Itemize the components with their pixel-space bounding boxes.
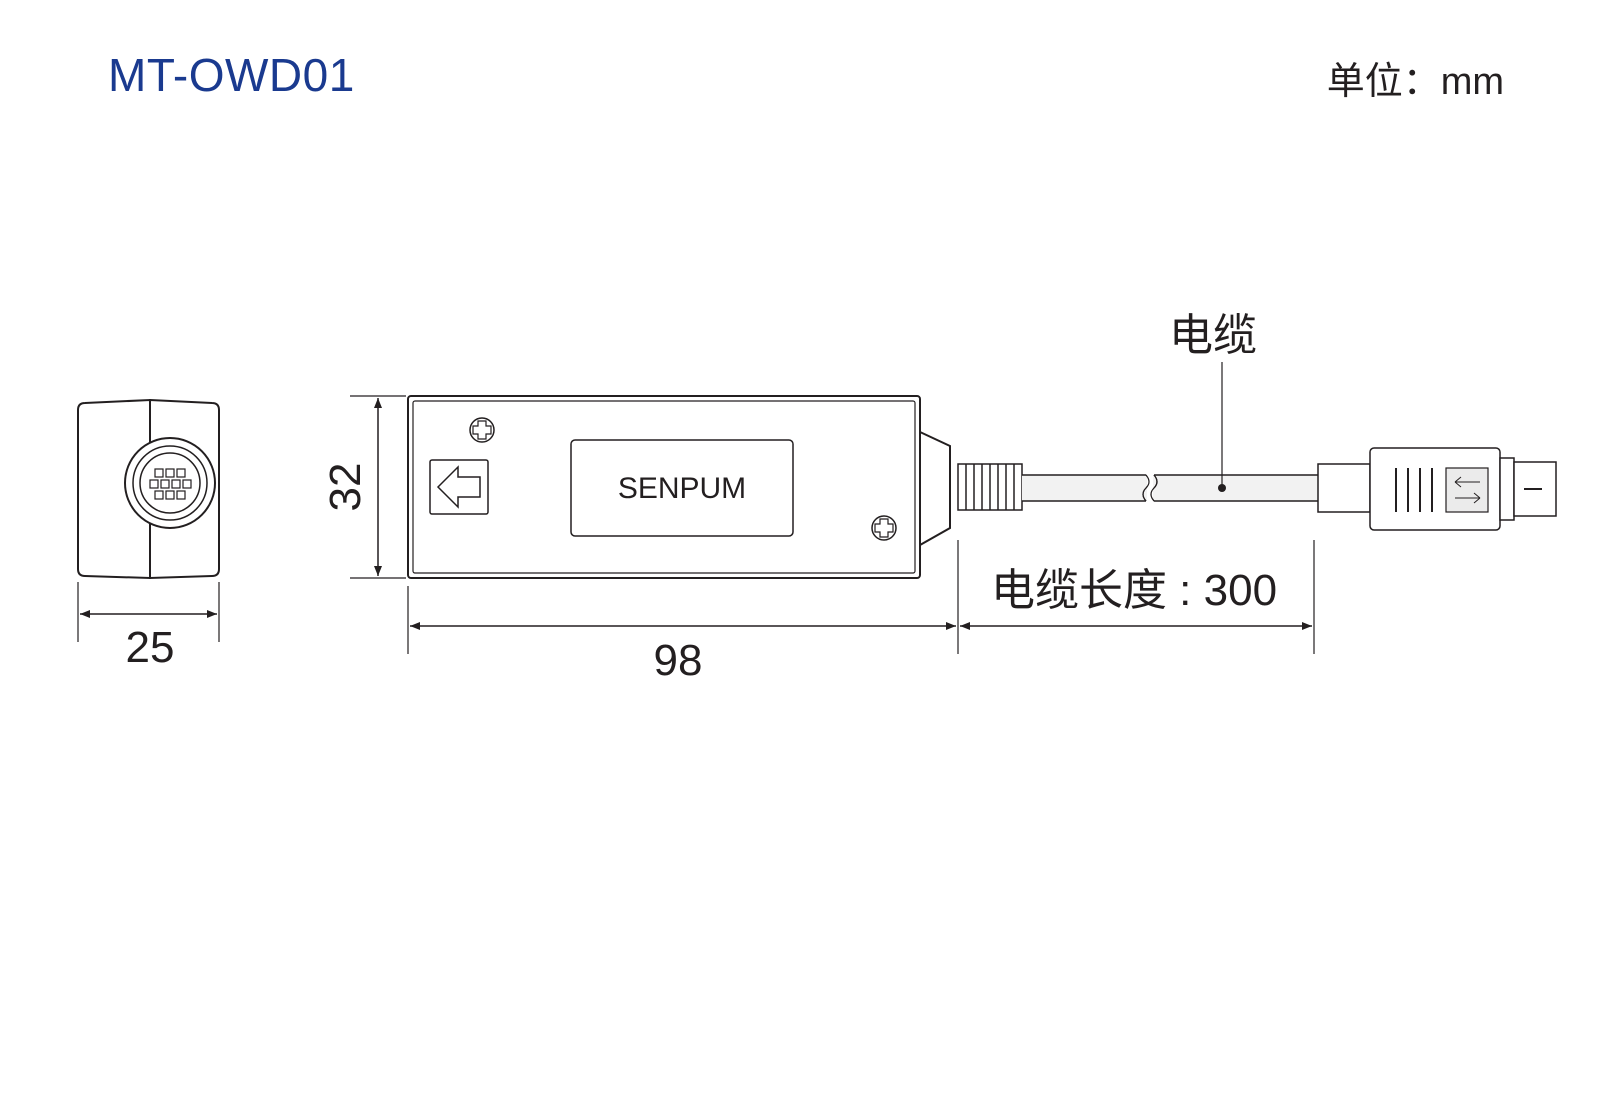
screw-top-icon [469, 417, 495, 443]
height-dimension-group: 32 [321, 395, 406, 579]
cable-length-dimension: 电缆长度 : 300 [991, 566, 1277, 615]
brand-label: SENPUM [618, 472, 746, 505]
screw-bottom-icon [871, 515, 897, 541]
cable-length-dimension-group: 电缆长度 : 300 [960, 540, 1315, 654]
cable: 电缆 [957, 311, 1318, 511]
length-dimension: 98 [654, 636, 703, 685]
plug-connector [1317, 447, 1557, 531]
side-view: 25 [77, 398, 220, 672]
model-title: MT-OWD01 [108, 49, 355, 101]
mini-din-port-icon [124, 437, 216, 529]
brand-label-panel [570, 439, 794, 537]
length-dimension-group: 98 [407, 540, 959, 685]
main-body: SENPUM [407, 395, 951, 579]
width-dimension: 25 [126, 623, 175, 672]
arrow-left-icon [429, 459, 489, 515]
bidirectional-arrow-icon [1445, 467, 1489, 513]
height-dimension: 32 [321, 463, 370, 512]
unit-label: 单位：mm [1326, 61, 1504, 103]
cable-callout: 电缆 [1169, 311, 1257, 360]
